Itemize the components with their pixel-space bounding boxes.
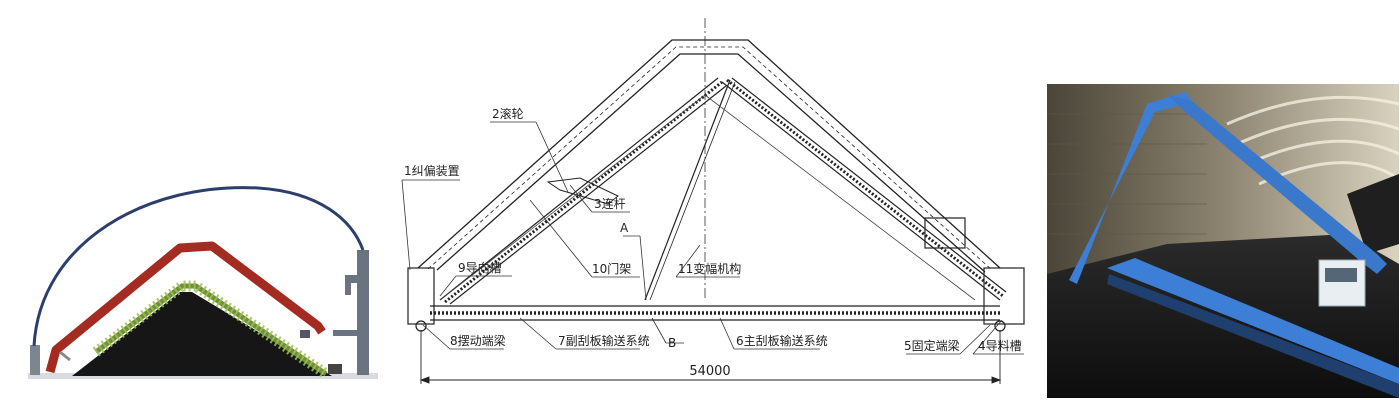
label-portal-frame: 10门架	[592, 261, 631, 276]
technical-drawing-svg: 54000 1纠偏装置 2滚轮 3连杆 4导料槽 5固定端梁 6主刮板输送系统 …	[401, 18, 1025, 384]
dimension-line	[419, 330, 1002, 384]
label-secondary-scraper-conveyor: 7副刮板输送系统	[558, 333, 650, 348]
luffing-rod-2	[649, 81, 736, 301]
coal-pile	[72, 292, 332, 376]
main-boom	[721, 77, 1007, 301]
dimension-text: 54000	[689, 364, 730, 379]
shed-cross-section-illustration	[0, 180, 390, 385]
shed-photo-svg	[1047, 84, 1399, 398]
roof-grid	[1047, 113, 1207, 235]
label-connecting-rod: 3连杆	[594, 196, 626, 211]
coal-pile-top	[1347, 174, 1399, 254]
operator-cabin	[1318, 259, 1366, 307]
strut-left	[439, 94, 706, 301]
luffing-rod	[644, 79, 731, 301]
blue-portal-leg	[1069, 92, 1193, 284]
strut-right	[704, 94, 976, 301]
shed-photo	[1047, 84, 1399, 398]
bottom-conveyor	[430, 305, 1000, 321]
operator-cab	[300, 330, 310, 338]
gantry-truss	[417, 39, 1001, 273]
swinging-end-beam	[407, 267, 435, 332]
leader-lines	[401, 121, 1024, 355]
right-wall-ledge-post	[345, 283, 351, 295]
label-main-scraper-conveyor: 6主刮板输送系统	[736, 333, 828, 348]
label-guide-groove: 9导向槽	[458, 260, 502, 275]
portal-frame	[45, 241, 326, 374]
marker-a: A	[620, 221, 629, 235]
blue-portal-beam	[1167, 94, 1387, 274]
fixed-end-beam	[924, 217, 1025, 332]
secondary-boom	[439, 77, 727, 305]
right-wall	[357, 250, 369, 375]
marker-b: B	[668, 336, 676, 350]
scraper-chain	[92, 280, 330, 379]
frame-leg	[59, 350, 71, 362]
label-deviation-correction-device: 1纠偏装置	[404, 163, 460, 178]
cabin-window	[1325, 268, 1357, 282]
label-fixed-end-beam: 5固定端梁	[904, 338, 960, 353]
right-wall-ledge	[345, 275, 359, 283]
technical-drawing: 54000 1纠偏装置 2滚轮 3连杆 4导料槽 5固定端梁 6主刮板输送系统 …	[395, 0, 1035, 400]
left-wall	[30, 345, 40, 375]
label-roller: 2滚轮	[492, 106, 524, 121]
drive-unit	[328, 364, 342, 374]
right-wall-beam	[333, 330, 359, 336]
cross-section-svg	[28, 186, 378, 379]
blue-scraper-shadow	[1107, 274, 1399, 398]
blue-scraper-arm	[1107, 258, 1399, 384]
label-guide-chute: 4导料槽	[978, 339, 1022, 353]
label-luffing-mechanism: 11变幅机构	[678, 261, 741, 276]
label-swinging-end-beam: 8摆动端梁	[450, 333, 506, 348]
dome-arc	[32, 186, 365, 347]
